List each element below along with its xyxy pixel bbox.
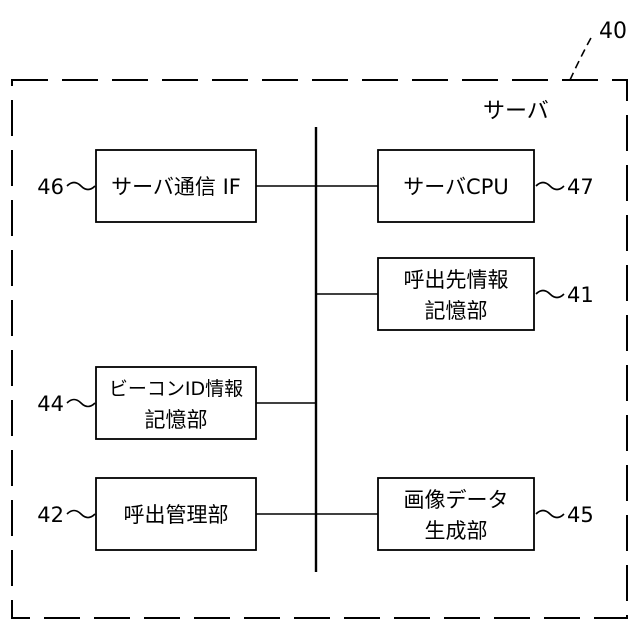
ref-47-label: 47 [567, 175, 594, 199]
block-42-label: 呼出管理部 [124, 503, 229, 527]
ref-42-tilde [67, 511, 95, 518]
block-44-label-line2: 記憶部 [145, 408, 208, 432]
ref-47-tilde [536, 183, 564, 190]
ref-41-label: 41 [567, 283, 594, 307]
ref-44-label: 44 [37, 392, 64, 416]
block-45-label-line2: 生成部 [425, 519, 488, 543]
ref-46-label: 46 [37, 175, 64, 199]
block-46-label: サーバ通信 IF [111, 175, 241, 199]
ref-45-label: 45 [567, 503, 594, 527]
ref-40-leader [570, 36, 592, 80]
ref-44-tilde [67, 400, 95, 407]
ref-46-tilde [67, 183, 95, 190]
ref-42-label: 42 [37, 503, 64, 527]
ref-41-tilde [536, 291, 564, 298]
block-44-label-line1: ビーコンID情報 [109, 378, 243, 400]
block-45-label-line1: 画像データ [404, 488, 509, 512]
server-title: サーバ [483, 99, 549, 124]
block-41-label-line1: 呼出先情報 [404, 268, 509, 292]
block-47-label: サーバCPU [403, 175, 509, 199]
ref-45-tilde [536, 511, 564, 518]
block-41-label-line2: 記憶部 [425, 299, 488, 323]
ref-40-label: 40 [599, 19, 627, 44]
